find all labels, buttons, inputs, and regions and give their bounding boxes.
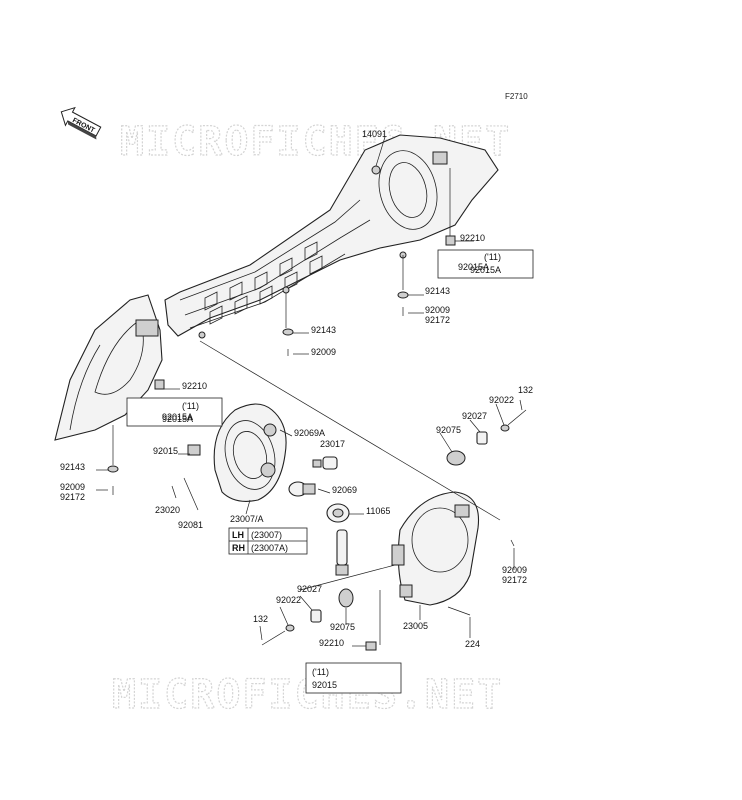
part-callout-92172: 92172: [502, 575, 527, 585]
part-callout-92015a: 92015A: [458, 262, 489, 272]
bolt-224: [447, 606, 471, 616]
bolt-132-upper: [507, 409, 527, 426]
side-rh: RH: [232, 543, 245, 553]
grommet-92075-lower: [338, 588, 354, 608]
upper-cowl-14091: [164, 134, 499, 339]
part-callout-92172: 92172: [60, 492, 85, 502]
part-callout-92027: 92027: [297, 584, 322, 594]
part-callout-92009: 92009: [425, 305, 450, 315]
side-lh: LH: [232, 530, 244, 540]
side-lh-part: (23007): [251, 530, 282, 540]
side-table: LH (23007) RH (23007A): [228, 527, 308, 555]
housing-23005: [391, 491, 480, 606]
part-callout-92022: 92022: [489, 395, 514, 405]
screw-92081: [171, 477, 199, 511]
variant-box-bottom: ('11) 92015: [305, 662, 402, 694]
part-callout-92210: 92210: [319, 638, 344, 648]
part-callout-92081: 92081: [178, 520, 203, 530]
part-callout-92143: 92143: [425, 286, 450, 296]
part-callout-92069a: 92069A: [294, 428, 325, 438]
bulb-23017: [312, 456, 338, 470]
washer-92022-lower: [285, 624, 295, 632]
variant-part: 92015A: [162, 414, 193, 424]
bulb-11065: [326, 503, 350, 523]
part-callout-92210: 92210: [460, 233, 485, 243]
part-callout-92075: 92075: [436, 425, 461, 435]
collar-92027-lower: [310, 609, 322, 623]
part-callout-92015a: 92015A: [162, 412, 193, 422]
part-callout-92210: 92210: [182, 381, 207, 391]
part-callout-23017: 23017: [320, 439, 345, 449]
part-callout-92009: 92009: [60, 482, 85, 492]
bulb-92069: [288, 481, 316, 497]
bolt-132-lower: [261, 630, 286, 646]
part-callout-92172: 92172: [425, 315, 450, 325]
part-callout-23005: 23005: [403, 621, 428, 631]
part-callout-23020: 23020: [155, 505, 180, 515]
part-callout-92027: 92027: [462, 411, 487, 421]
variant-part: 92015A: [470, 265, 501, 275]
variant-year: ('11): [484, 252, 501, 262]
headlight-unit-23007: [187, 403, 287, 502]
part-callout-132: 132: [253, 614, 268, 624]
part-callout-92075: 92075: [330, 622, 355, 632]
variant-year: ('11): [182, 401, 199, 411]
part-callout-92069: 92069: [332, 485, 357, 495]
part-callout-11065: 11065: [366, 506, 390, 516]
part-callout-92143: 92143: [311, 325, 336, 335]
collar-92027-upper: [476, 431, 488, 445]
variant-year: ('11): [312, 667, 329, 677]
variant-part: 92015: [312, 680, 337, 690]
part-callout-92015: 92015: [153, 446, 178, 456]
leader-lines: [96, 136, 523, 647]
part-callout-23007a: 23007/A: [230, 514, 264, 524]
grommet-92075-upper: [446, 450, 466, 466]
clip-92210-lower: [365, 641, 377, 651]
side-rh-part: (23007A): [251, 543, 288, 553]
part-callout-92009: 92009: [311, 347, 336, 357]
part-callout-92009: 92009: [502, 565, 527, 575]
part-callouts: 140919221092015A921439200992172921439200…: [60, 129, 533, 649]
part-callout-14091: 14091: [362, 129, 387, 139]
variant-box-left: ('11) 92015A: [126, 397, 223, 427]
front-arrow-icon: FRONT: [60, 106, 102, 140]
figure-code: F2710: [505, 92, 528, 101]
washer-92022-upper: [500, 424, 510, 432]
part-callout-224: 224: [465, 639, 480, 649]
part-callout-92022: 92022: [276, 595, 301, 605]
variant-box-upper-right: ('11) 92015A: [437, 249, 534, 279]
part-callout-132: 132: [518, 385, 533, 395]
wire-harness: [335, 529, 349, 576]
part-callout-92143: 92143: [60, 462, 85, 472]
screw-92009-right: [510, 539, 515, 547]
